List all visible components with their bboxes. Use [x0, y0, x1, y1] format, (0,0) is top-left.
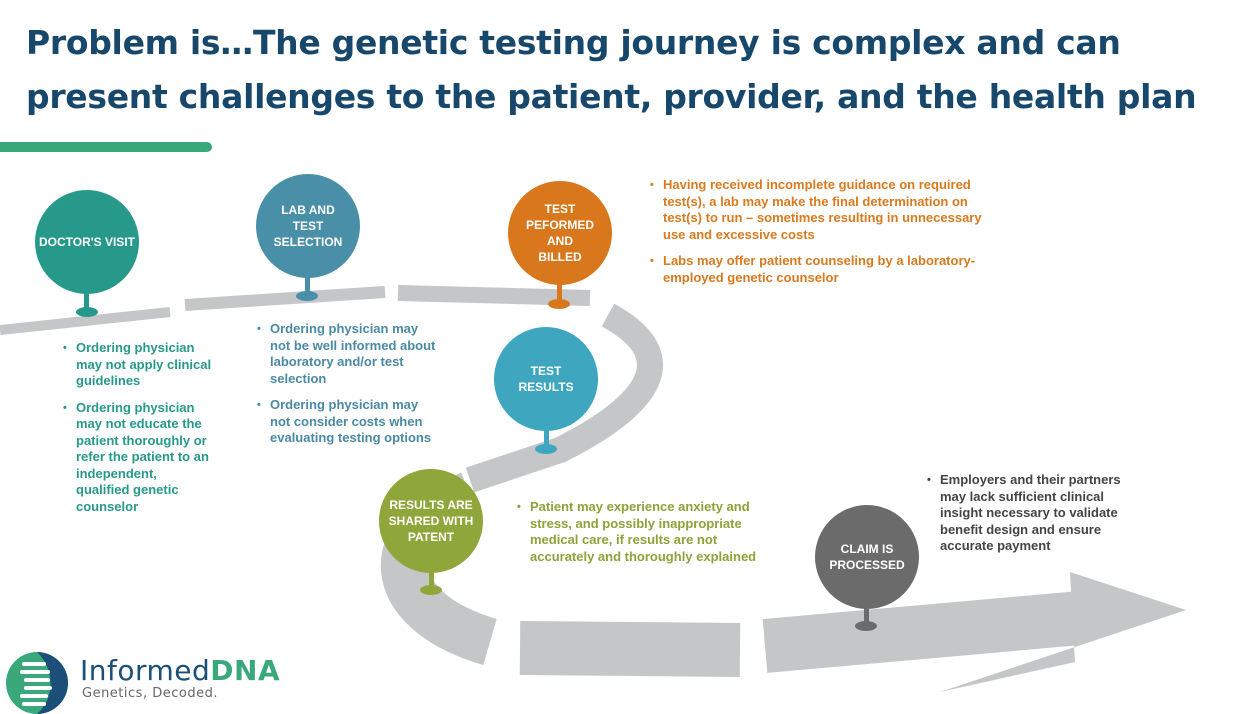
step-label: RESULTS ARE SHARED WITH PATENT [379, 469, 483, 573]
road-segment [519, 621, 741, 677]
bullet: Having received incomplete guidance on r… [650, 177, 999, 243]
accent-rule [0, 142, 212, 152]
road-segment [762, 591, 1083, 673]
bullet: Ordering physician may not educate the p… [63, 400, 212, 516]
step-label: TEST PEFORMED AND BILLED [508, 181, 612, 285]
road-segment [0, 307, 171, 335]
patient-challenges: Patient may experience anxiety and stres… [516, 499, 776, 575]
road-segment [465, 303, 663, 493]
step-label: LAB AND TEST SELECTION [256, 174, 360, 278]
logo-tagline: Genetics, Decoded. [82, 686, 218, 701]
step-label: TEST RESULTS [494, 327, 598, 431]
claim-challenges: Employers and their partners may lack su… [926, 472, 1136, 565]
bullet: Ordering physician may not be well infor… [257, 321, 436, 387]
informeddna-logo-icon [6, 652, 68, 714]
lab-billing-challenges: Having received incomplete guidance on r… [649, 177, 999, 296]
bullet: Labs may offer patient counseling by a l… [650, 253, 999, 286]
lab-challenges: Ordering physician may not be well infor… [256, 321, 436, 457]
slide-title: Problem is…The genetic testing journey i… [26, 23, 1197, 116]
step-label: CLAIM IS PROCESSED [815, 505, 919, 609]
bullet: Patient may experience anxiety and stres… [517, 499, 776, 565]
logo-wordmark: InformedDNA [80, 654, 281, 687]
doctor-challenges: Ordering physician may not apply clinica… [62, 340, 212, 525]
step-label: DOCTOR'S VISIT [35, 190, 139, 294]
bullet: Ordering physician may not apply clinica… [63, 340, 212, 390]
road-arrowhead [940, 572, 1186, 692]
bullet: Ordering physician may not consider cost… [257, 397, 436, 447]
bullet: Employers and their partners may lack su… [927, 472, 1136, 555]
road-segment [184, 286, 386, 311]
